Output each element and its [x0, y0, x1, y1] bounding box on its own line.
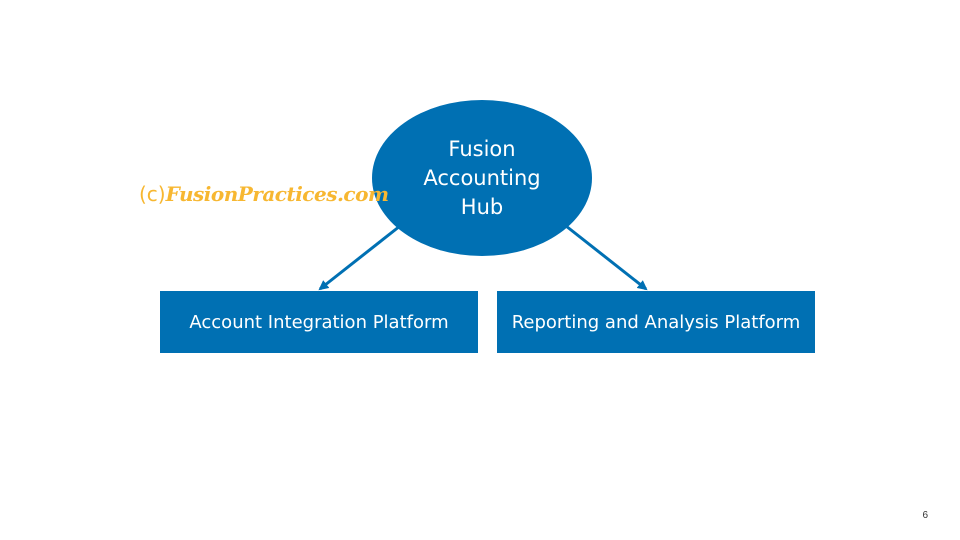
arrow-to-reporting-analysis: [565, 224, 648, 291]
watermark-prefix: (c): [139, 182, 166, 206]
hub-label: Fusion Accounting Hub: [423, 136, 541, 219]
copyright-watermark: (c) FusionPractices.com: [139, 182, 389, 206]
account-integration-platform-node: Account Integration Platform: [160, 291, 478, 353]
account-integration-platform-label: Account Integration Platform: [189, 311, 449, 333]
fusion-accounting-hub-node: Fusion Accounting Hub: [372, 100, 592, 256]
reporting-analysis-platform-node: Reporting and Analysis Platform: [497, 291, 815, 353]
watermark-brand: FusionPractices.com: [165, 182, 389, 206]
arrow-to-account-integration: [318, 224, 401, 291]
reporting-analysis-platform-label: Reporting and Analysis Platform: [511, 311, 801, 333]
page-number: 6: [922, 510, 928, 521]
